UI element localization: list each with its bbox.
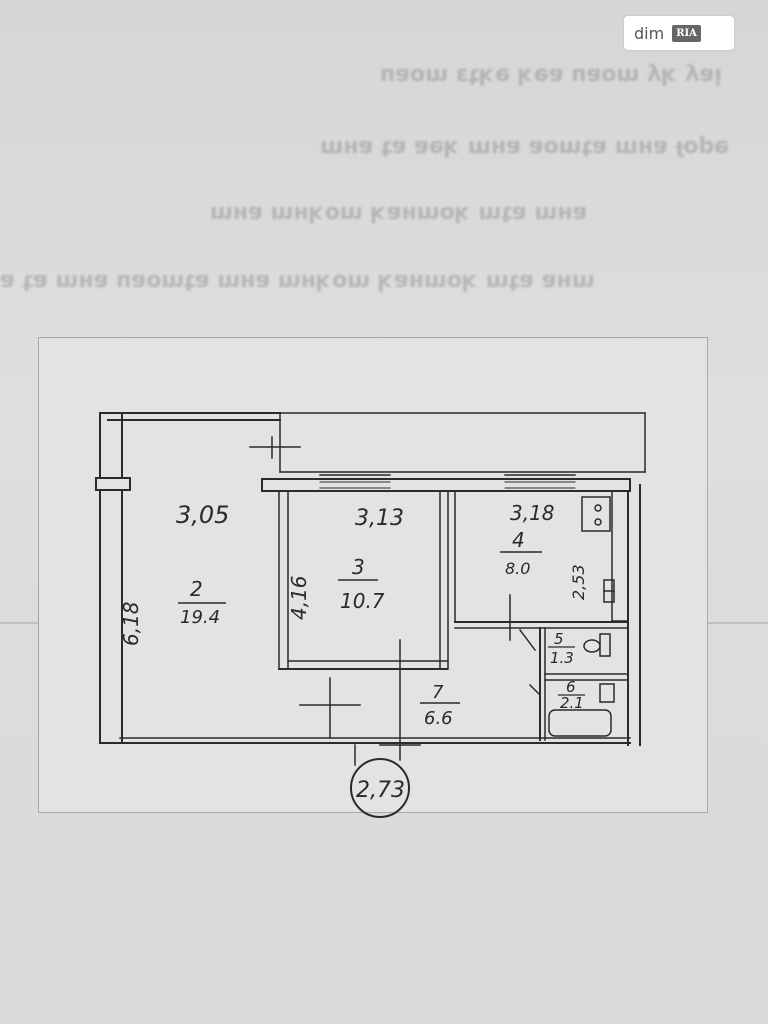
room-3-width: 3,13 [355,506,404,531]
room-3-length: 4,16 [287,575,311,620]
bathtub [548,709,612,737]
room-5-label: 5 1.3 [548,630,575,667]
front-wall [261,474,631,492]
room-3-label: 3 10.7 [338,555,385,613]
room-6-number: 6 [566,678,576,696]
room-4-number: 4 [512,528,525,552]
room-7-area: 6.6 [424,708,453,729]
kitchen-sink [603,579,615,603]
floor-plan-sheet [38,337,708,813]
door-markers [249,436,542,766]
toilet [583,633,611,657]
exterior-walls [95,412,646,746]
room-2-width: 3,05 [176,501,229,529]
room-4-width: 3,18 [510,501,555,525]
watermark-text: dim [634,23,665,43]
room-6-area: 2.1 [560,694,584,712]
room-2-label: 2 19.4 [178,577,226,628]
room-3-number: 3 [352,555,365,579]
room-4-label: 4 8.0 [500,528,542,578]
room-2-area: 19.4 [180,607,220,628]
watermark-badge: RIA [672,24,701,42]
room-3-walls [278,490,449,670]
ceiling-height-label: 2,73 [356,778,405,803]
washbasin [599,683,615,703]
room-5-number: 5 [554,630,564,648]
room-5-area: 1.3 [550,649,574,667]
ceiling-height-circle [350,758,410,818]
room-4-length: 2,53 [569,564,588,600]
room-3-area: 10.7 [340,589,385,613]
kitchen-walls [454,490,629,741]
room-6-label: 6 2.1 [558,678,585,712]
room-7-number: 7 [432,682,444,703]
site-watermark: dim RIA [624,16,734,50]
room-4-area: 8.0 [505,559,530,578]
room-7-label: 7 6.6 [420,682,460,729]
kitchen-stove [581,496,611,532]
room-2-length: 6,18 [119,601,143,646]
room-2-number: 2 [190,577,203,601]
